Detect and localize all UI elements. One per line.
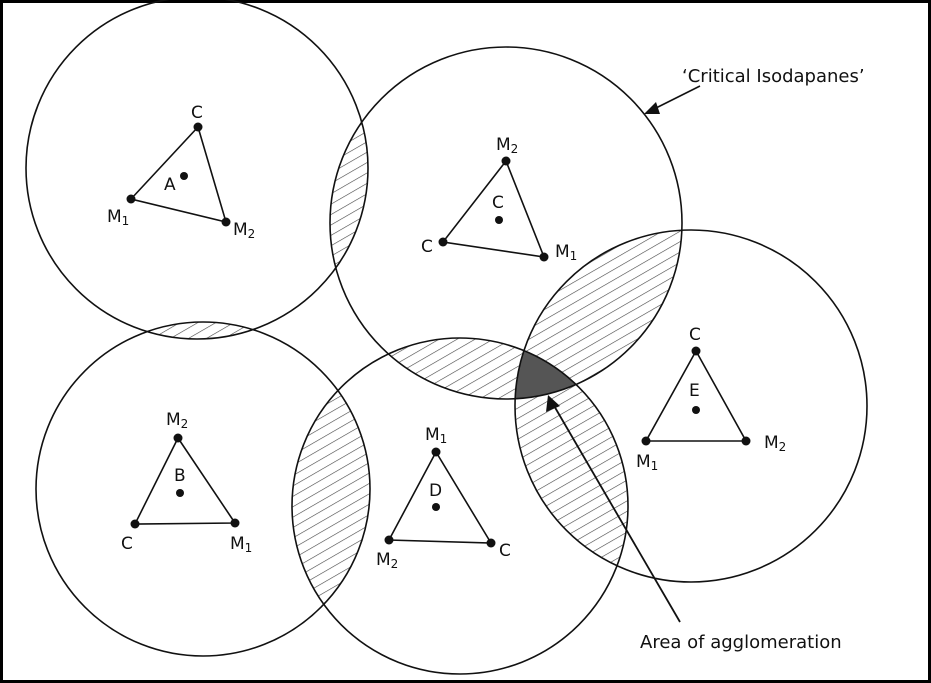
vertex-label: C (191, 103, 203, 123)
arrow-head-icon (644, 102, 660, 114)
overlap-D-E (515, 338, 628, 582)
site-label: E (689, 381, 700, 401)
vertex-label: C (121, 534, 133, 554)
location-triangle-A: C M1 M2 A (107, 103, 255, 241)
vertex-label: M1 (636, 452, 658, 473)
vertex-label: M2 (233, 220, 255, 241)
area-of-agglomeration-label: Area of agglomeration (640, 632, 842, 653)
vertex-label: M2 (376, 550, 398, 571)
location-triangle-D: M1 M2 C D (376, 425, 511, 571)
isodapane-circle-C (329, 46, 683, 400)
location-triangle-E: C M1 M2 E (636, 325, 786, 473)
vertex-label: C (499, 541, 511, 561)
location-triangle-C: M2 C M1 C (421, 135, 577, 263)
arrow-head-icon (546, 395, 560, 412)
site-label: A (164, 175, 176, 195)
site-label: D (429, 481, 442, 501)
site-label: B (174, 466, 186, 486)
isodapane-circle-E (514, 229, 868, 583)
vertex-label: C (689, 325, 701, 345)
vertex-label: M1 (555, 242, 577, 263)
vertex-label: M2 (496, 135, 518, 156)
isodapane-circle-A (25, 0, 369, 340)
isodapane-circle-B (35, 321, 371, 657)
vertex-label: M2 (764, 433, 786, 454)
location-triangle-B: M2 C M1 B (121, 410, 252, 555)
vertex-label: M1 (425, 425, 447, 446)
critical-isodapanes-label: ‘Critical Isodapanes’ (682, 66, 865, 87)
vertex-label: M1 (230, 534, 252, 555)
vertex-label: M1 (107, 207, 129, 228)
vertex-label: C (421, 237, 433, 257)
agglomeration-callout: Area of agglomeration (546, 395, 842, 653)
vertex-label: M2 (166, 410, 188, 431)
isodapane-circle-D (291, 337, 629, 675)
overlap-C-E (515, 230, 682, 399)
critical-isodapanes-callout: ‘Critical Isodapanes’ (644, 66, 865, 114)
site-label: C (492, 193, 504, 213)
